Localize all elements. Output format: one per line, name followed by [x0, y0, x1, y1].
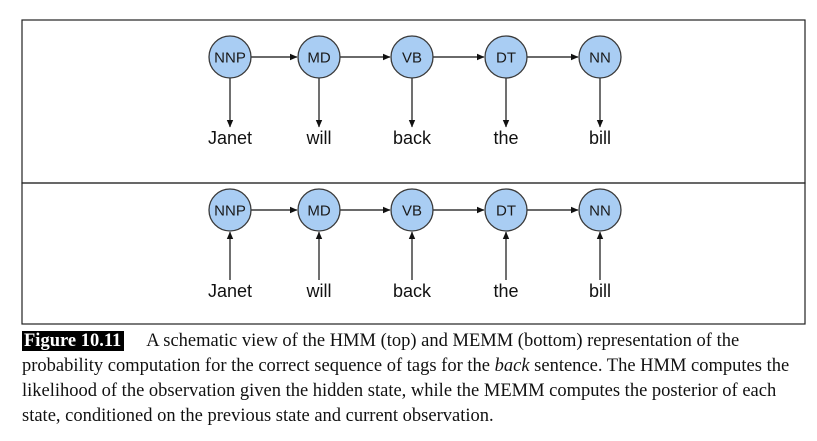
memm-state-node: [578, 188, 622, 232]
caption-text-part2: sentence. The HMM computes the likelihoo…: [22, 356, 790, 426]
hmm-state-node: [578, 35, 622, 79]
memm-state-label: MD: [307, 203, 330, 220]
caption-text-part1: A schematic view of the HMM (top) and ME…: [22, 331, 740, 376]
memm-state-label: NN: [589, 203, 611, 220]
hmm-panel: Janet will back the bill NNP MD VB DT NN: [21, 19, 806, 184]
memm-state-label: DT: [496, 203, 516, 220]
hmm-word-label: the: [493, 128, 518, 148]
hmm-word-label: bill: [589, 128, 611, 148]
caption-emphasis: back: [494, 356, 530, 376]
memm-word-label: back: [393, 281, 432, 301]
hmm-state-node: [484, 35, 528, 79]
memm-state-label: VB: [402, 203, 422, 220]
memm-panel-frame: [21, 182, 806, 325]
hmm-state-node: [208, 35, 252, 79]
hmm-word-label: back: [393, 128, 432, 148]
memm-word-label: bill: [589, 281, 611, 301]
hmm-state-label: MD: [307, 50, 330, 67]
hmm-state-node: [390, 35, 434, 79]
hmm-state-label: DT: [496, 50, 516, 67]
memm-state-node: [484, 188, 528, 232]
memm-word-label: the: [493, 281, 518, 301]
memm-state-node: [390, 188, 434, 232]
memm-state-label: NNP: [214, 203, 246, 220]
hmm-state-node: [297, 35, 341, 79]
memm-panel: Janet will back the bill NNP MD VB DT NN: [21, 182, 806, 325]
figure-label: Figure 10.11: [22, 331, 125, 351]
hmm-state-label: NN: [589, 50, 611, 67]
hmm-state-label: NNP: [214, 50, 246, 67]
hmm-word-label: will: [306, 128, 332, 148]
hmm-state-label: VB: [402, 50, 422, 67]
memm-state-node: [208, 188, 252, 232]
memm-state-node: [297, 188, 341, 232]
hmm-word-label: Janet: [208, 128, 252, 148]
memm-word-label: will: [306, 281, 332, 301]
memm-word-label: Janet: [208, 281, 252, 301]
